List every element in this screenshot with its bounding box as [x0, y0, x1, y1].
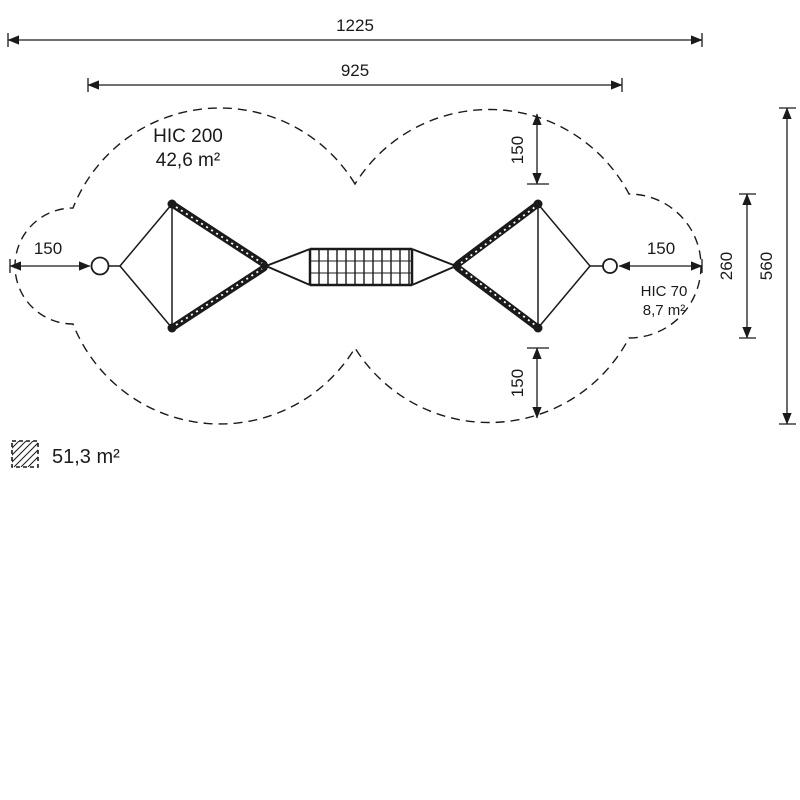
hic-main-label: HIC 200 42,6 m²: [153, 126, 223, 171]
dim-total-height-value: 560: [757, 252, 776, 280]
area-legend: 51,3 m²: [11, 440, 120, 468]
hic-side-label: HIC 70 8,7 m²: [641, 283, 688, 319]
bridge-connector-left-top: [265, 248, 311, 267]
post-top: [167, 199, 177, 209]
bridge-connector-right-bottom: [411, 265, 457, 286]
dim-right-clearance-value: 150: [647, 239, 675, 258]
apex-joint: [261, 262, 269, 270]
legend-swatch-hatch: [12, 441, 38, 467]
post-bottom: [167, 323, 177, 333]
hic-main-value: HIC 200: [153, 126, 223, 147]
bridge-connector-right-top: [411, 248, 457, 267]
left-anchor-ball: [90, 256, 110, 276]
dimension-total-height: 560: [757, 107, 796, 425]
dim-left-clearance-value: 150: [34, 239, 62, 258]
hic-main-area: 42,6 m²: [156, 150, 220, 171]
dim-total-width-value: 1225: [336, 16, 374, 35]
dim-bottom-clearance-value: 150: [508, 369, 527, 397]
dimension-right-clearance: 150: [618, 239, 703, 273]
dimension-bottom-clearance: 150: [508, 347, 549, 419]
dim-inner-width-value: 925: [341, 61, 369, 80]
dimension-total-width: 1225: [7, 16, 703, 47]
legend-swatch: [11, 440, 39, 468]
dimension-inner-width: 925: [87, 61, 623, 92]
equipment-left-pyramid: [90, 199, 269, 333]
equipment-net-bridge: [265, 247, 457, 287]
dim-side-zone-height-value: 260: [717, 252, 736, 280]
guy-rope-bottom: [119, 265, 173, 329]
guy-rope-bottom: [537, 265, 591, 329]
dimension-left-clearance: 150: [9, 239, 91, 273]
net-rungs: [318, 249, 410, 285]
post-bottom: [533, 323, 543, 333]
guy-rope-top: [119, 203, 173, 267]
hic-side-area: 8,7 m²: [643, 302, 686, 319]
hic-side-value: HIC 70: [641, 283, 688, 300]
safety-zone-outline: [14, 107, 702, 425]
dim-top-clearance-value: 150: [508, 136, 527, 164]
leg-bottom: [454, 264, 542, 332]
leg-top: [454, 200, 542, 268]
apex-joint: [452, 262, 460, 270]
guy-rope-top: [537, 203, 591, 267]
dimension-side-zone-height: 260: [717, 193, 756, 339]
leg-bottom-texture: [175, 268, 263, 326]
right-anchor-ball: [602, 258, 618, 274]
legend-area-text: 51,3 m²: [52, 446, 120, 468]
leg-top-texture: [175, 206, 263, 264]
dimension-top-clearance: 150: [508, 113, 549, 185]
equipment-right-pyramid: [452, 199, 618, 333]
post-top: [533, 199, 543, 209]
bridge-connector-left-bottom: [265, 265, 311, 286]
